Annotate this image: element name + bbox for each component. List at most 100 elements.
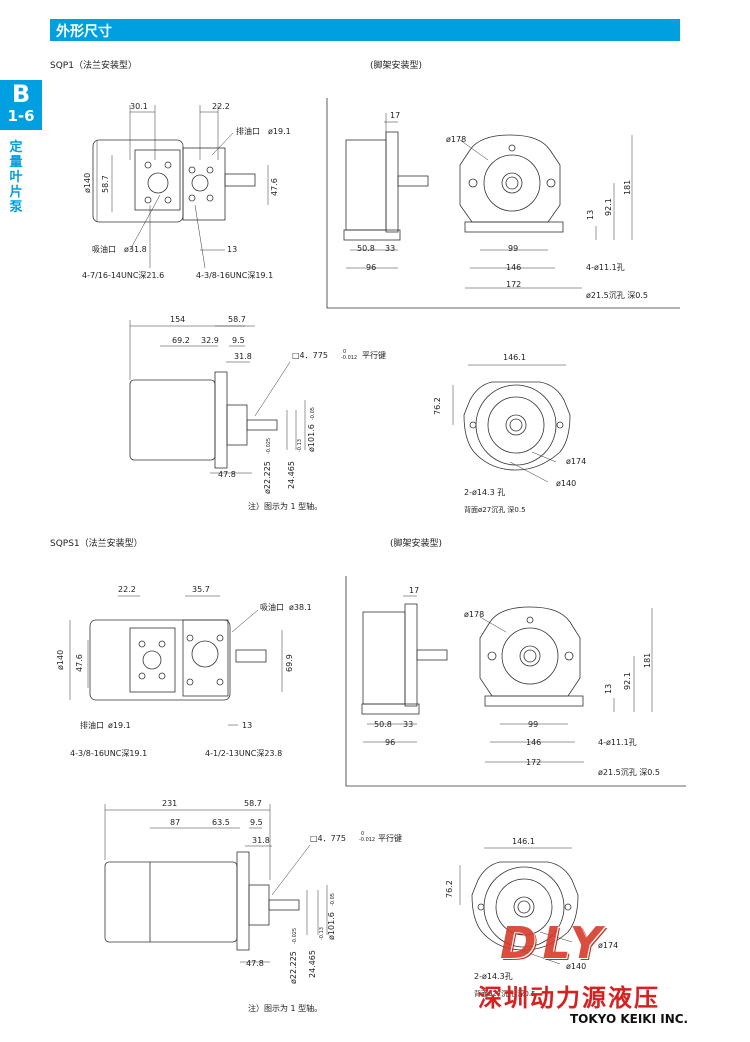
dim-13d: 13 <box>604 684 613 694</box>
inlet-label: 吸油口 <box>92 244 116 254</box>
drawing-sqp1-flange: 30.1 22.2 排油口 ø19.1 ø140 58.7 47.6 吸油口 ø… <box>82 102 291 280</box>
inlet-dia-b: ø38.1 <box>289 603 312 612</box>
tol-101-lower-b: -0.05 <box>330 893 336 906</box>
dim-35-7: 35.7 <box>192 585 210 594</box>
outlet-dia-b: ø19.1 <box>108 721 131 730</box>
dim-76-2b: 76.2 <box>445 880 454 898</box>
dim-phi140b: ø140 <box>556 479 576 488</box>
dim-99b: 99 <box>528 720 538 729</box>
note-shaft-2: 注）图示为 1 型轴。 <box>248 1003 322 1013</box>
outlet-dia: ø19.1 <box>268 127 291 136</box>
inlet-label-b: 吸油口 <box>260 602 284 612</box>
dim-154: 154 <box>170 315 185 324</box>
dim-92-1b: 92.1 <box>623 672 632 690</box>
side-label: 定量叶片泵 <box>9 140 23 215</box>
dim-96b: 96 <box>385 738 395 747</box>
dim-92-1: 92.1 <box>604 198 613 216</box>
dim-13: 13 <box>227 245 237 254</box>
chapter-page: 1-6 <box>7 107 35 125</box>
dim-phi22-225: ø22.225 <box>263 461 272 494</box>
tol-24-lower: -0.13 <box>297 439 303 452</box>
thread-inlet-b: 4-1/2-13UNC深23.8 <box>205 749 282 758</box>
dim-22-2b: 22.2 <box>118 585 136 594</box>
chapter-tab: B 1-6 <box>0 80 42 130</box>
key-label: 平行键 <box>362 350 386 360</box>
dim-17: 17 <box>390 111 400 120</box>
outlet-label-b: 排油口 <box>80 720 104 730</box>
dim-99: 99 <box>508 244 518 253</box>
dim-47-6b: 47.6 <box>75 654 84 672</box>
dim-phi140c: ø140 <box>56 650 65 670</box>
counterbore: ø21.5沉孔 深0.5 <box>586 291 648 300</box>
dim-146-1: 146.1 <box>503 353 526 362</box>
section-header: 外形尺寸 <box>50 19 680 41</box>
dim-phi140: ø140 <box>83 173 92 193</box>
dim-9-5: 9.5 <box>232 336 245 345</box>
dim-32-9: 32.9 <box>201 336 219 345</box>
dim-30-1: 30.1 <box>130 102 148 111</box>
watermark-logo: DLY <box>500 918 608 969</box>
drawing-sqps1-side: 231 58.7 87 63.5 9.5 31.8 □4．775 0 -0.01… <box>104 799 402 1013</box>
dim-181b: 181 <box>643 653 652 668</box>
dim-87: 87 <box>170 818 180 827</box>
dim-22-2: 22.2 <box>212 102 230 111</box>
mount-holes-b: 2-ø14.3孔 <box>474 972 513 981</box>
dim-76-2: 76.2 <box>433 397 442 415</box>
key-label-b: 平行键 <box>378 833 402 843</box>
dim-47-8b: 47.8 <box>246 959 264 968</box>
foot-holes-b: 4-ø11.1孔 <box>598 738 637 747</box>
dim-phi174: ø174 <box>566 457 586 466</box>
key-tol-upper-b: 0 <box>361 831 364 837</box>
dim-phi101-6b: ø101.6 <box>327 912 336 940</box>
drawing-sqps1-foot: 17 ø178 181 92.1 13 50.8 33 99 96 146 4-… <box>345 576 686 787</box>
caption-sqps1-flange: SQPS1（法兰安装型） <box>50 539 143 549</box>
tol-24-lower-b: -0.13 <box>319 927 325 940</box>
rear-counterbore-b: 背面ø27沉孔 深0.5 <box>474 989 536 998</box>
dim-13c: 13 <box>242 721 252 730</box>
caption-sqps1-foot: (脚架安装型) <box>390 539 443 549</box>
dim-33: 33 <box>385 244 395 253</box>
dim-63-5: 63.5 <box>212 818 230 827</box>
dim-9-5b: 9.5 <box>250 818 263 827</box>
tol-22-lower-b: -0.025 <box>292 928 298 944</box>
thread-outlet-b: 4-3/8-16UNC深19.1 <box>70 749 147 758</box>
drawing-sqp1-foot: 17 ø178 181 92.1 13 50.8 33 99 96 146 4-… <box>326 98 680 309</box>
drawing-sqps1-front: 146.1 76.2 ø174 ø140 2-ø14.3孔 背面ø27沉孔 深0… <box>445 837 618 998</box>
caption-sqp1-flange: SQP1（法兰安装型） <box>50 61 137 71</box>
dim-phi22-225b: ø22.225 <box>289 951 298 984</box>
foot-holes: 4-ø11.1孔 <box>586 263 625 272</box>
thread-outlet: 4-3/8-16UNC深19.1 <box>196 271 273 280</box>
dim-172: 172 <box>506 280 521 289</box>
section-title: 外形尺寸 <box>56 24 112 40</box>
dim-phi140d: ø140 <box>566 962 586 971</box>
dim-24-465: 24.465 <box>287 461 296 489</box>
caption-sqp1-foot: (脚架安装型) <box>370 61 423 71</box>
dim-172b: 172 <box>526 758 541 767</box>
counterbore-b: ø21.5沉孔 深0.5 <box>598 768 660 777</box>
thread-inlet: 4-7/16-14UNC深21.6 <box>82 271 164 280</box>
drawing-sqp1-side: 154 58.7 69.2 32.9 9.5 31.8 □4．775 0 -0.… <box>129 315 386 511</box>
tol-22-lower: -0.025 <box>266 438 272 454</box>
dim-58-7c: 58.7 <box>244 799 262 808</box>
dim-phi174b: ø174 <box>598 941 618 950</box>
dim-13b: 13 <box>586 210 595 220</box>
dim-146-1b: 146.1 <box>512 837 535 846</box>
drawing-sqp1-front: 146.1 76.2 ø174 ø140 2-ø14.3 孔 背面ø27沉孔 深… <box>433 353 586 514</box>
dim-69-9: 69.9 <box>285 654 294 672</box>
dim-231: 231 <box>162 799 177 808</box>
dim-47-6: 47.6 <box>270 178 279 196</box>
dim-69-2: 69.2 <box>172 336 190 345</box>
dim-58-7: 58.7 <box>101 175 110 193</box>
dim-58-7b: 58.7 <box>228 315 246 324</box>
mount-holes: 2-ø14.3 孔 <box>464 488 505 497</box>
dim-phi101-6: ø101.6 <box>307 424 316 452</box>
rear-counterbore: 背面ø27沉孔 深0.5 <box>464 505 526 514</box>
tol-101-lower: -0.05 <box>310 407 316 420</box>
drawing-sqps1-flange: 22.2 35.7 吸油口 ø38.1 ø140 47.6 69.9 排油口 ø… <box>56 585 312 758</box>
watermark-company: 深圳动力源液压 <box>478 983 660 1012</box>
chapter-letter: B <box>11 80 31 108</box>
key-tol-lower-b: -0.012 <box>359 837 375 843</box>
key-size: □4．775 <box>292 351 328 360</box>
dim-33b: 33 <box>403 720 413 729</box>
dim-31-8: 31.8 <box>234 352 252 361</box>
